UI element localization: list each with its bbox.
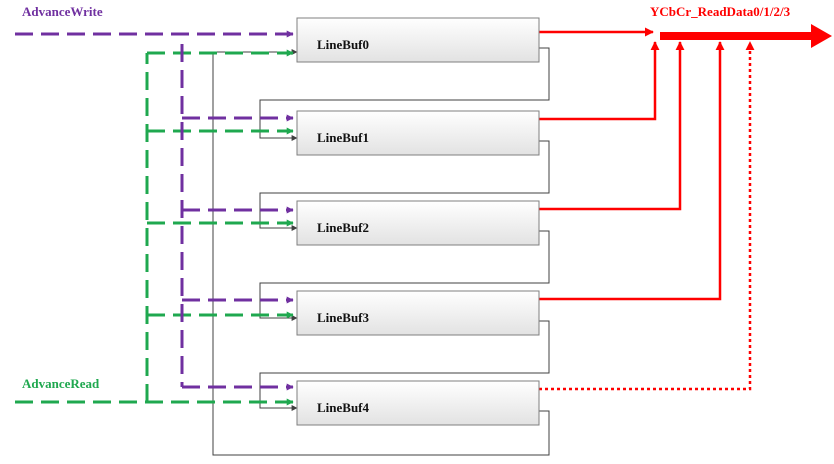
read-data-line-4 (539, 41, 755, 391)
feedback-loop-line (259, 47, 550, 141)
line-buffer-label: LineBuf2 (317, 220, 369, 235)
ycbcr-read-data-label: YCbCr_ReadData0/1/2/3 (650, 4, 791, 19)
line-buffer-box (296, 17, 540, 63)
line-buffer-1: LineBuf1 (296, 110, 540, 156)
line-buffer-label: LineBuf1 (317, 130, 369, 145)
feedback-loop-line (259, 320, 550, 411)
feedback-loop-line (259, 140, 550, 231)
read-data-line-3 (539, 41, 725, 301)
read-data-bus-arrowhead (811, 24, 832, 48)
advance-read-lines (15, 49, 294, 406)
line-buffer-3: LineBuf3 (296, 290, 540, 336)
line-buffer-box (296, 110, 540, 156)
advance-read-label: AdvanceRead (22, 376, 100, 391)
line-buffer-2: LineBuf2 (296, 200, 540, 246)
advance-write-label: AdvanceWrite (22, 4, 103, 19)
line-buffer-label: LineBuf0 (317, 37, 369, 52)
line-buffer-label: LineBuf3 (317, 310, 370, 325)
read-data-line-2 (539, 41, 685, 211)
line-buffer-4: LineBuf4 (296, 380, 540, 426)
read-data-line-1 (539, 41, 660, 121)
advance-write-lines (15, 30, 294, 391)
line-buffer-label: LineBuf4 (317, 400, 370, 415)
line-buffer-box (296, 200, 540, 246)
feedback-loop-line (259, 230, 550, 321)
read-data-output-lines (539, 24, 832, 391)
line-buffer-0: LineBuf0 (296, 17, 540, 63)
line-buffer-box (296, 380, 540, 426)
line-buffer-box (296, 290, 540, 336)
